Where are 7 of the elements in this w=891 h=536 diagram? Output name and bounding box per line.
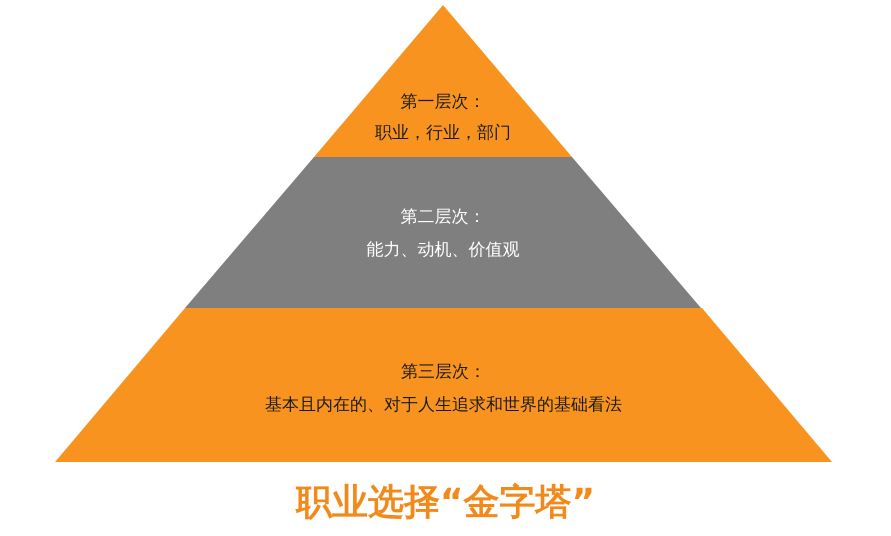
tier-heading: 第三层次： [401, 362, 486, 382]
tier-heading: 第一层次： [400, 92, 486, 112]
tier-description: 基本且内在的、对于人生追求和世界的基础看法 [265, 395, 622, 415]
tier-heading: 第二层次： [400, 207, 486, 227]
tier-description: 职业，行业，部门 [375, 123, 511, 143]
tier-description: 能力、动机、价值观 [366, 240, 520, 260]
title: 职业选择“金字塔” [296, 482, 596, 523]
